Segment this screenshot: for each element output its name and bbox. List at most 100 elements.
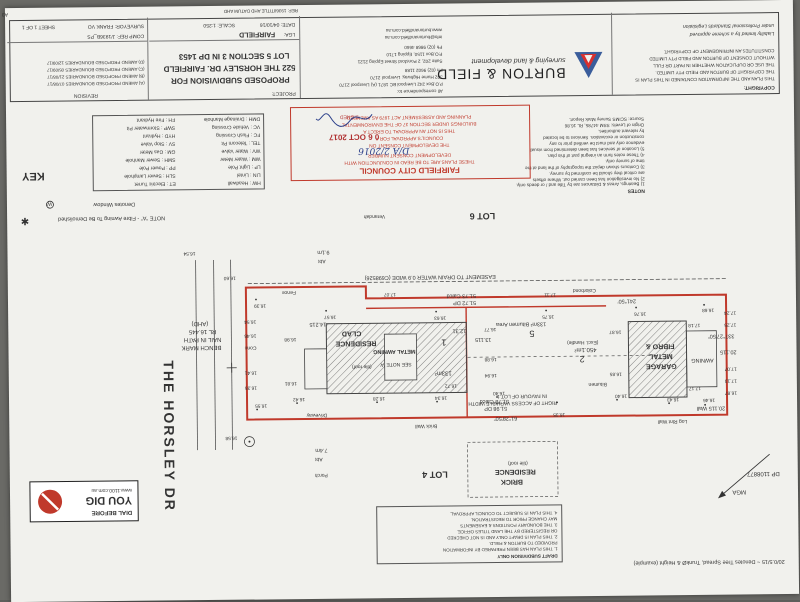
date-value: DATE: 04/10/16 [260,20,295,26]
lga-row: LGA: FAIRFIELD DATE: 04/10/16 SCALE: 1:2… [149,15,299,42]
colorbond-label: Colorbond [573,286,596,292]
spot-level: 16.46 [244,332,256,338]
spot-level: 16.40 [615,392,627,398]
spot-level: 16.87 [725,389,737,395]
lot-1-number: 1 [441,337,446,347]
dim-label: 51.73 Calcd [447,292,476,299]
dim-label: 51.72 DP [453,299,476,306]
abt-dim: 9.1m [317,248,329,254]
verandah-label: Verandah [364,212,385,218]
contact-line: info@burtonandfield.com.au [385,34,443,40]
copyright-panel: COPYRIGHT: THIS PLAN AND THE INFORMATION… [615,89,775,91]
contact-line: www.burtonandfield.com.au [386,27,442,33]
spot-level: 17.11 [544,291,556,297]
surveyor: SURVEYOR: FRANK VO [88,22,144,28]
project-line: 522 THE HORSLEY DR. FAIRFIELD [164,63,296,74]
dim-label: 241°50' [617,297,636,304]
spot-level: 16.98 [284,336,296,342]
metal-awning-label: METAL AWNING [373,348,415,355]
clad-label: CLAD [342,328,362,336]
fence-label: Fence [282,288,296,294]
copyright-line: THE USE OR DUPLICATION WHETHER IN PART O… [653,62,774,68]
project-line: LOT 5 SECTION 3 IN DP 1453 [179,51,290,61]
awning-label: AWNING [691,356,713,363]
sheet-number: SHEET 1 OF 1 [22,23,55,29]
bench-nail-label: NAIL IN PATH [184,335,222,342]
lot-6-label: LOT 6 [470,211,496,222]
spot-level: 16.41 [245,369,257,375]
scale-value: SCALE: 1:250 [203,21,235,27]
dim-label: 61°28'50" [494,414,518,421]
lga-label: LGA: [284,30,295,36]
dial-url: www.1100.com.au [91,486,132,492]
sheet-content-rotated: COPYRIGHT: THIS PLAN AND THE INFORMATION… [5,0,799,602]
company-tagline: surveying & land development [472,55,566,64]
contact-line: Ph (02) 9602 1188 [405,67,443,73]
spot-level: 16.75 [542,313,554,319]
draft-note-line: 1. THIS PLAN HAS BEEN PREPARED BY INFORM… [443,546,558,552]
copyright-line: THE COPYRIGHT OF BURTON AND FIELD PTY LI… [655,69,774,75]
revision-row: (A) AMEND PROPOSED BOUNDARIES 07/08/17 [47,81,144,87]
dp-label: DP 1108877 [747,469,780,476]
driveway-label: Driveway [307,411,328,417]
draft-note-line: MAY CHANGE PRIOR TO REGISTRATION. [471,516,558,522]
spot-level: 16.60 [224,274,236,280]
spot-level: 17.07 [725,365,737,371]
copyright-line: COPYRIGHT: [744,83,775,89]
revision-heading: REVISION [74,91,98,97]
burton-field-logo-icon [571,47,605,81]
draft-note-line: DRAFT SUBDIVISION ONLY [497,553,557,559]
bench-mark-label: BENCH MARK [181,343,221,350]
copyright-line: WITHOUT CONSENT OF BURTON AND FIELD PTY … [649,55,774,61]
ref-line: REF: 19368TITLE AHD DATUM AHD [224,8,298,14]
spot-level: 16.28 [373,395,385,401]
spot-level: 16.35 [245,384,257,390]
contact-line: Ph (02) 9868 4660 [404,44,442,50]
residence-label: RESIDENCE [336,338,377,346]
comp-ref: COMP REF: J/1936B_PS [87,32,144,38]
spot-level: 16.94 [485,371,497,377]
kerb-lines [196,260,233,450]
spot-level: 16.42 [293,396,305,402]
lot-5-number: 5 [529,328,534,338]
spot-level: 16.72 [445,382,457,388]
contact-block: All correspondence to: P.O.Box 242 Liver… [303,94,443,95]
contact-line: All correspondence to: [397,88,443,94]
bitumen-label: Bitumen [588,380,606,386]
bench-ahd-label: (AHD) [192,319,209,326]
dim-label: 337°27'50" [708,332,735,339]
spot-level: 16.88 [485,355,497,361]
lot-2-area-note: (Excl. Handle) [567,338,598,344]
survey-plan-sheet: COPYRIGHT: THIS PLAN AND THE INFORMATION… [5,0,799,602]
spot-level: 17.17 [689,384,701,390]
draft-subdivision-note: DRAFT SUBDIVISION ONLY 1. THIS PLAN HAS … [376,504,563,564]
spot-level: 16.76 [634,310,646,316]
easement-line [246,279,726,284]
contact-line: P.O.Box 1150, Epping 1710 [386,51,442,57]
spot-level: 16.87 [609,328,621,334]
revision-row: (B) AMEND PROPOSED BOUNDARIES 21/08/17 [47,74,144,80]
spot-level: 16.63 [434,314,446,320]
lga-value: FAIRFIELD [239,29,275,37]
brick-res-label: RESIDENCE [495,467,536,475]
dim-label: 20.115 Wall [697,404,726,411]
bench-rl-label: RL 16.445 [189,327,217,334]
spot-level: 16.58 [225,434,237,440]
metal-awning [384,334,416,380]
garage-label: METAL [649,351,673,359]
mga-label: MGA [732,488,746,495]
lot-5-area: 133m² Bitumen Area [496,320,546,327]
company-name: BURTON & FIELD [436,65,566,82]
lot-1-area: 133m² [435,369,452,376]
spot-level: 16.35 [553,411,565,417]
contact-line: 302 Hume Highway, Liverpool 2170 [370,74,442,80]
draft-note-line: 3. THE BOUNDARY POSITIONS & EASEMENTS [460,522,557,528]
project-label: PROJECT: [272,89,296,95]
lot-2-number: 2 [580,354,585,364]
spot-level: 16.54 [183,250,195,256]
copyright-line: Liability limited by a scheme approved [690,29,775,36]
project-line: PROPOSED SUBDIVISION FOR [171,75,290,85]
spot-level: 16.43 [667,396,679,402]
abt-label: Abt [318,257,326,263]
see-note-a-label: SEE NOTE 'A' [380,360,412,366]
